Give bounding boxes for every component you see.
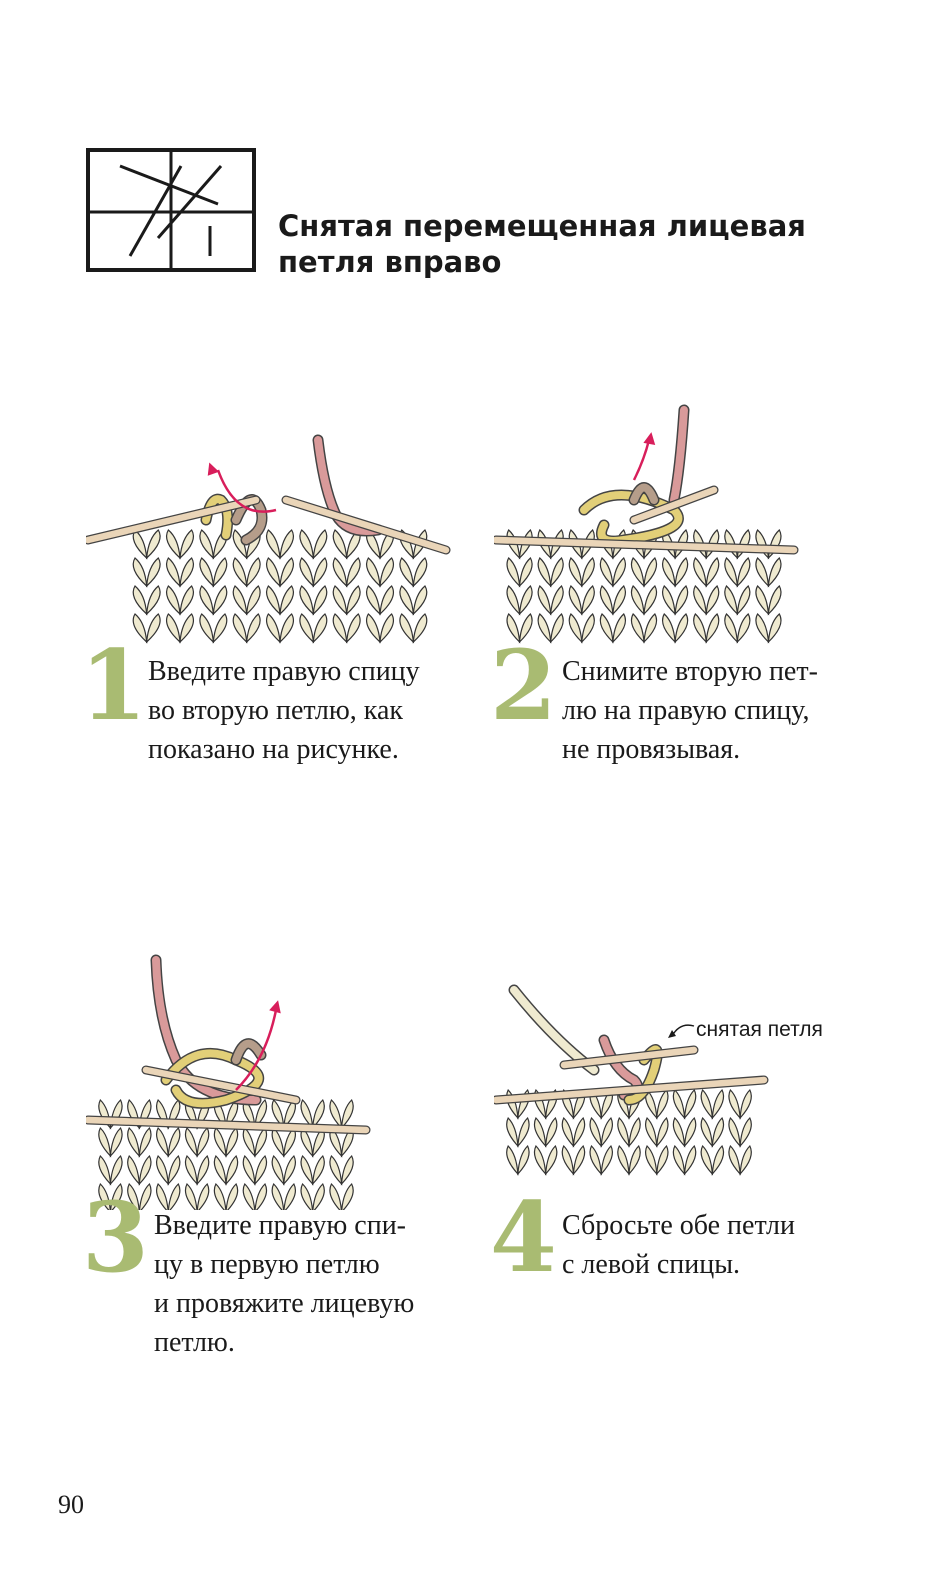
knitting-step-1-illustration: [83, 434, 451, 644]
step-1-illustration: [83, 400, 466, 660]
page-number: 90: [58, 1490, 84, 1519]
step-2-number: 2: [490, 629, 557, 742]
step-2-illustration: [491, 400, 874, 660]
callout-label: снятая петля: [696, 1018, 823, 1041]
step-3-illustration: [83, 950, 466, 1214]
step-1-text: Введите правую спицу во вторую петлю, ка…: [148, 656, 420, 765]
knitting-step-4-illustration: [491, 984, 769, 1176]
step-3-text: Введите правую спи- цу в первую петлю и …: [154, 1210, 415, 1358]
step-2-text: Снимите вторую пет- лю на правую спицу, …: [562, 656, 818, 765]
callout-pointer-icon: [668, 1024, 695, 1038]
step-1-number: 1: [80, 629, 147, 742]
step-4-number: 4: [490, 1181, 557, 1294]
title-text: Снятая перемещенная лицевая петля вправо: [278, 209, 806, 279]
knitting-step-2-illustration: [491, 404, 799, 644]
knitting-step-3-illustration: [83, 954, 371, 1214]
page-title: Снятая перемещенная лицевая петля вправо: [278, 208, 838, 280]
knitting-chart-symbol-icon: [86, 148, 256, 272]
step-4-illustration: [491, 980, 874, 1240]
step-4-text: Сбросьте обе петли с левой спицы.: [562, 1210, 795, 1280]
step-3-number: 3: [82, 1181, 149, 1294]
